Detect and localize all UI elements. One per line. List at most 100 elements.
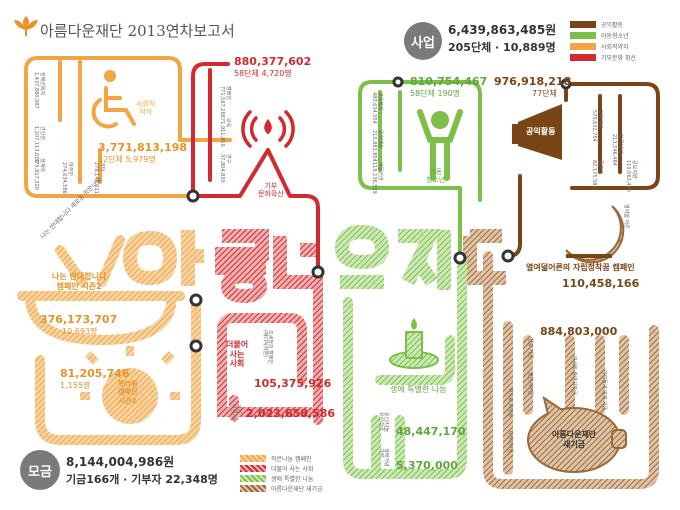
business-total: 6,439,863,485원: [448, 23, 557, 37]
bowl-lines: [17, 235, 201, 445]
donation-count: 기금166개 · 기부자 22,348명: [66, 473, 218, 486]
giving-lines: [191, 62, 320, 274]
together-side-label-2: 기업 지정기부: [230, 404, 241, 423]
special-amount: 48,447,170: [396, 425, 466, 438]
public-icon-label: 공익활동: [526, 127, 556, 136]
child-count: 58단체 190명: [410, 89, 461, 98]
fund-sub-item: 신규 기금: [527, 338, 533, 358]
special-amount-2: 5,370,000: [396, 459, 458, 472]
piggy-bank-icon: [527, 395, 627, 473]
donation-badge: 모금: [20, 450, 60, 490]
together-amount: 105,375,926: [254, 377, 332, 390]
legend-top-item: 공익활동: [570, 20, 623, 29]
bowl-count: 10,693명: [62, 327, 98, 336]
broadcast-tower-icon: [241, 110, 295, 148]
together-side-label: 조세정의 캠페인 (에너지지원): [262, 330, 273, 364]
child-sub-amount: 210,883,854: [371, 130, 377, 162]
social-amount: 3,771,813,198: [98, 141, 188, 154]
social-sub-amount: 375,817,320: [33, 158, 39, 190]
night-amount: 110,458,166: [562, 277, 640, 290]
fund-sub-item: 출연기부금: [527, 372, 533, 396]
public-sub-name: 단체역량: [597, 110, 603, 129]
junction-nodes: [186, 76, 572, 353]
legend-swatch-orange: [570, 43, 596, 50]
giving-sub-amount: 37,804,830: [219, 154, 225, 183]
social-sub-amount: 1,437,880,987: [33, 72, 39, 109]
together-label: 더불어 사는 사회: [226, 340, 249, 369]
special-side-label: 유산/나눔 유산기금: [378, 412, 389, 433]
social-sub-name: 기타: [99, 162, 105, 172]
child-lines: [358, 80, 482, 260]
child-figure-icon: [417, 109, 463, 181]
fund-sub-item: 책으로 희망을: [507, 388, 513, 418]
legend-swatch-green: [570, 32, 596, 39]
legend-swatch-green: [240, 475, 266, 482]
social-sub-amount: 274,634,586: [61, 162, 67, 194]
giving-icon-label: 기부 문화확산: [258, 182, 284, 199]
fund-lines: [483, 251, 659, 489]
fund-amount: 884,803,000: [540, 325, 618, 338]
public-sub-name: 공모지원: [631, 160, 637, 179]
public-sub-amount: 110,563,400: [625, 160, 631, 192]
moon-icon: [565, 205, 625, 264]
public-sub-amount: 82,175,580: [591, 160, 597, 189]
giving-amount: 880,377,602: [234, 55, 312, 68]
special-side-label-2: 생애기념 기부: [378, 448, 389, 467]
giving-count: 58단체 4,720명: [234, 69, 292, 78]
child-sub-amount: 119,236,559: [371, 162, 377, 194]
social-icon-label: 사회적 약자: [136, 100, 156, 117]
child-sub-name: 교육복지: [377, 92, 383, 111]
public-amount: 976,918,218: [494, 75, 572, 88]
night-label: 열여덟어른의 자립정착꿈 캠페인: [526, 263, 635, 272]
legend-bottom-item: 더불어 사는 사회: [240, 464, 313, 473]
special-label: 생애 특별한 나눔: [390, 385, 447, 394]
night-side-label: 열여덟 어른: [623, 204, 629, 229]
together-amount-2: 2,023,658,586: [246, 407, 336, 420]
foundation-logo: [14, 16, 38, 36]
social-sub-name: 장애인복지: [39, 72, 45, 96]
child-icon-label: 아동 청소년: [426, 168, 446, 185]
fund-sub-item: 아이들과 미래 기금: [601, 370, 607, 410]
legend-swatch-brown: [570, 21, 596, 28]
donation-total: 8,144,004,986원: [66, 455, 175, 469]
legend-top-item: 기부문화 확산: [570, 53, 636, 62]
giving-sub-amount: 771,567,288: [219, 86, 225, 118]
sun-count: 1,155명: [60, 381, 91, 390]
social-lines: [24, 56, 232, 198]
social-count: 12단체 5,979명: [98, 155, 156, 164]
social-sub-name: 건강권: [39, 126, 45, 140]
legend-swatch-brown: [240, 485, 266, 492]
sun-label: 똑더위 캠페인 시즌2: [118, 380, 138, 405]
business-badge: 사업: [404, 22, 442, 60]
public-sub-amount: 213,546,484: [611, 134, 617, 166]
giving-sub-name: 연구: [225, 154, 231, 164]
legend-top-item: 사회적약자: [570, 42, 629, 51]
legend-bottom-item: 생애 특별한 나눔: [240, 474, 313, 483]
public-sub-name: 풀뿌리: [597, 160, 603, 174]
megaphone-icon: [512, 104, 562, 160]
child-amount: 810,754,467: [410, 75, 488, 88]
public-sub-amount: 570,632,754: [591, 110, 597, 142]
wheelchair-icon: [91, 70, 136, 129]
special-lines: [343, 253, 467, 479]
giving-sub-name: 교육: [225, 118, 231, 128]
giving-sub-name: 캠페인: [225, 86, 231, 100]
sun-amount: 81,205,746: [60, 367, 130, 380]
fund-sub-item: 지정기부금: [507, 430, 513, 454]
big-letters-decoration: [122, 225, 506, 304]
public-count: 77단체: [532, 89, 557, 98]
legend-swatch-red: [570, 54, 596, 61]
business-count: 205단체 · 10,889명: [448, 41, 556, 54]
lamp-icon: [389, 318, 439, 369]
social-sub-name: 생계비: [39, 158, 45, 172]
child-sub-amount: 480,634,054: [371, 92, 377, 124]
page-title: 아름다운재단 2013연차보고서: [40, 22, 235, 40]
legend-bottom-item: 아름다운재단 새기금: [240, 484, 323, 493]
fund-label: 아름다운재단 새기금: [552, 430, 597, 450]
public-sub-name: 환경/생태: [617, 134, 623, 155]
social-sub-name: 이주민: [67, 162, 73, 176]
bowl-label: 나는 반대합니다 캠페인 시즌2: [52, 272, 107, 292]
legend-top-item: 아동청소년: [570, 31, 629, 40]
